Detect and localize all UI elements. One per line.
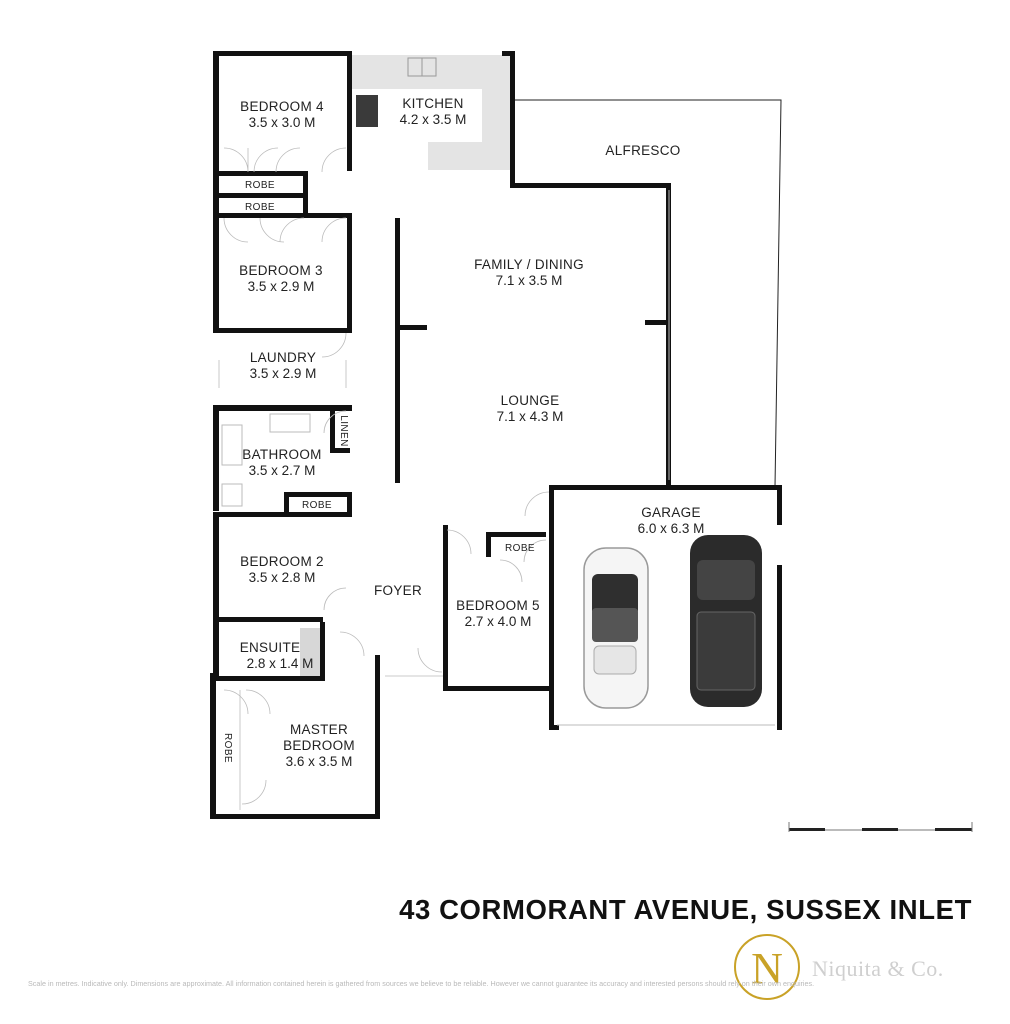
basin-icon xyxy=(221,483,243,507)
ensuite-label: ENSUITE xyxy=(240,640,301,655)
alfresco-label: ALFRESCO xyxy=(605,143,680,158)
bedroom4-label: BEDROOM 4 xyxy=(240,99,324,114)
brand-name: Niquita & Co. xyxy=(812,956,944,981)
doors-windows xyxy=(218,147,775,810)
bedroom4-dims: 3.5 x 3.0 M xyxy=(249,115,316,130)
disclaimer-text: Scale in metres. Indicative only. Dimens… xyxy=(28,979,815,988)
brand-monogram: N xyxy=(751,944,783,993)
robe-b5-label: ROBE xyxy=(505,543,535,554)
bedroom3-label: BEDROOM 3 xyxy=(239,263,323,278)
lounge-dims: 7.1 x 4.3 M xyxy=(497,409,564,424)
alfresco-outline xyxy=(512,99,782,488)
bedroom3-dims: 3.5 x 2.9 M xyxy=(248,279,315,294)
linen-label: LINEN xyxy=(338,415,349,446)
robe-b2-label: ROBE xyxy=(302,500,332,511)
bedroom5-dims: 2.7 x 4.0 M xyxy=(465,614,532,629)
bathroom-label: BATHROOM xyxy=(242,447,321,462)
bedroom5-label: BEDROOM 5 xyxy=(456,598,540,613)
family-dining-label: FAMILY / DINING xyxy=(474,257,584,272)
property-address: 43 CORMORANT AVENUE, SUSSEX INLET xyxy=(399,894,972,925)
ensuite-dims: 2.8 x 1.4 M xyxy=(247,656,314,671)
master-label-line2: BEDROOM xyxy=(283,738,355,753)
robe-b3-label: ROBE xyxy=(245,202,275,213)
robe-master-label: ROBE xyxy=(222,733,233,763)
cooktop-icon xyxy=(356,95,378,127)
laundry-label: LAUNDRY xyxy=(250,350,316,365)
family-dining-dims: 7.1 x 3.5 M xyxy=(496,273,563,288)
kitchen-benches xyxy=(351,55,512,170)
robe-b4-label: ROBE xyxy=(245,180,275,191)
lounge-label: LOUNGE xyxy=(501,393,560,408)
laundry-dims: 3.5 x 2.9 M xyxy=(250,366,317,381)
master-label-line1: MASTER xyxy=(290,722,348,737)
bedroom2-dims: 3.5 x 2.8 M xyxy=(249,570,316,585)
scale-bar xyxy=(788,822,973,832)
brand-logo: N xyxy=(734,934,800,1000)
black-car-icon xyxy=(690,535,762,707)
bedroom2-label: BEDROOM 2 xyxy=(240,554,324,569)
bathtub-icon xyxy=(221,424,243,466)
master-dims: 3.6 x 3.5 M xyxy=(286,754,353,769)
kitchen-label: KITCHEN xyxy=(402,96,463,111)
garage-dims: 6.0 x 6.3 M xyxy=(638,521,705,536)
white-car-icon xyxy=(583,547,649,709)
vanity-icon xyxy=(269,413,311,433)
kitchen-dims: 4.2 x 3.5 M xyxy=(400,112,467,127)
garage-label: GARAGE xyxy=(641,505,701,520)
bathroom-dims: 3.5 x 2.7 M xyxy=(249,463,316,478)
foyer-label: FOYER xyxy=(374,583,422,598)
